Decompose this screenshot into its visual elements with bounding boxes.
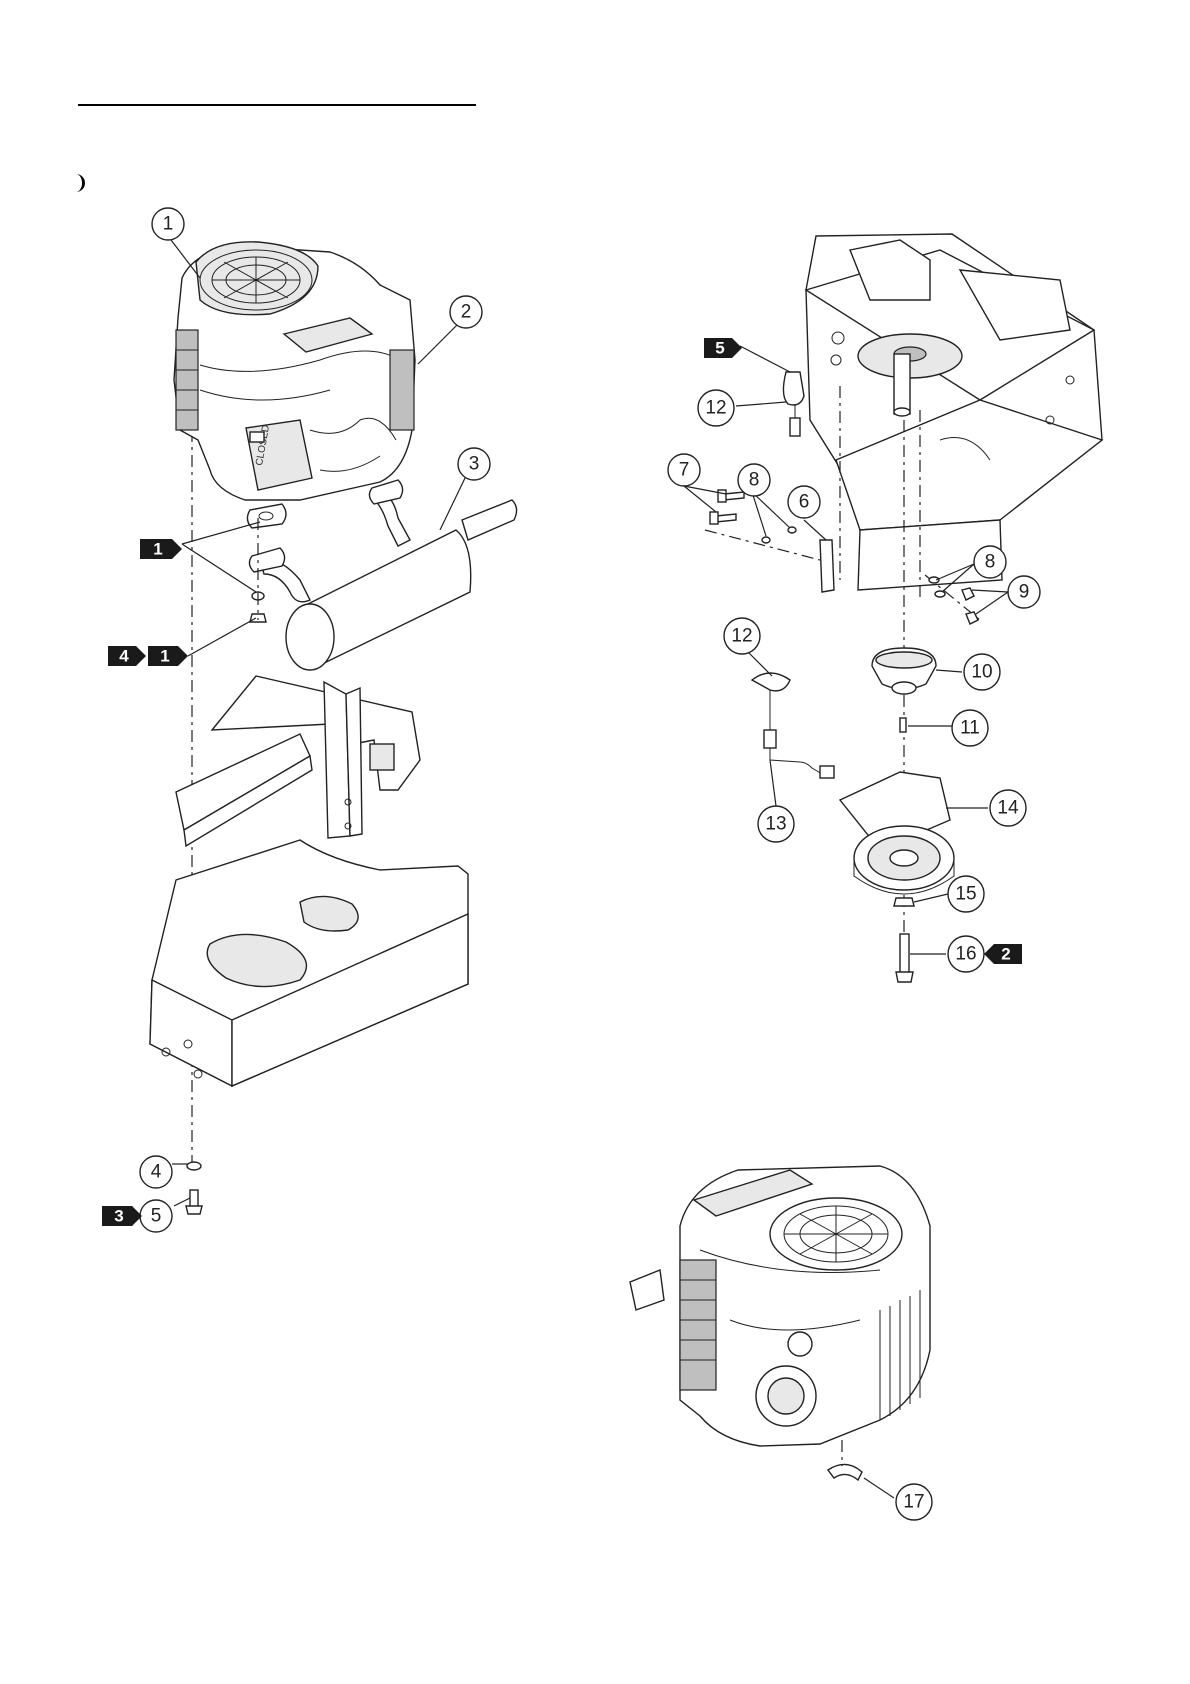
callout-15: 15 [948,876,984,912]
callout-8-upper: 8 [738,464,770,496]
washer-item-15 [894,898,914,906]
svg-text:2: 2 [1001,945,1010,964]
leader-17 [864,1478,894,1498]
callout-7: 7 [668,454,700,486]
electric-clutch-item-14 [840,772,954,894]
svg-text:1: 1 [160,647,169,666]
pulley-item-10 [872,648,936,694]
engine-rear-view [630,1166,930,1446]
leader-10 [936,670,962,672]
bolts-item-7 [710,490,744,524]
callout-8-lower: 8 [974,546,1006,578]
svg-text:17: 17 [903,1492,924,1513]
callout-1: 1 [152,208,184,240]
callout-10: 10 [964,654,1000,690]
svg-text:8: 8 [749,470,760,491]
callout-12-lower: 12 [724,618,760,654]
leader-13 [770,760,776,806]
callout-13: 13 [758,806,794,842]
callout-9: 9 [1008,576,1040,608]
leader-tag-1a-upper [182,522,260,544]
wire-connector-top [783,372,804,436]
svg-text:11: 11 [960,718,980,739]
callout-14: 14 [990,790,1026,826]
muffler [249,480,516,670]
engine: CLOSED [174,242,415,500]
leader-tag-1a-lower [182,544,256,592]
leader-9a [972,590,1008,592]
bolt-item-5 [186,1190,202,1214]
callout-4: 4 [140,1156,172,1188]
svg-text:7: 7 [679,460,690,481]
svg-text:5: 5 [151,1206,162,1227]
nuts-item-9 [962,588,978,624]
key-item-11 [900,718,906,732]
leader-15 [914,894,948,902]
callout-11: 11 [952,710,988,746]
svg-text:4: 4 [119,647,129,666]
callout-6: 6 [788,486,820,518]
bolt-item-16 [896,934,913,982]
leader-7a [684,486,716,512]
svg-text:1: 1 [153,540,162,559]
wire-harness [752,673,834,778]
callout-2: 2 [450,296,482,328]
svg-text:6: 6 [799,492,810,513]
svg-text:16: 16 [955,944,976,965]
callout-16: 16 [948,936,984,972]
svg-text:10: 10 [971,662,992,683]
svg-text:12: 12 [731,626,752,647]
leader-5 [174,1198,190,1206]
svg-text:15: 15 [955,884,976,905]
callout-12-upper: 12 [698,390,734,426]
leader-tag-41 [188,618,256,656]
mower-deck-frame [806,234,1102,590]
leader-12b [748,652,772,676]
svg-text:2: 2 [461,302,472,323]
svg-text:4: 4 [151,1162,162,1183]
leader-6 [804,520,826,540]
svg-text:14: 14 [997,798,1019,819]
svg-text:3: 3 [114,1207,123,1226]
svg-text:3: 3 [469,454,480,475]
washer-item-4 [187,1162,201,1170]
tag-1-upper: 1 [140,539,182,559]
leader-1 [168,236,200,278]
tag-1-lower: 1 [148,646,188,666]
tag-4: 4 [108,646,146,666]
leader-2 [418,324,458,364]
hose-item-17 [828,1464,862,1480]
svg-text:12: 12 [705,398,726,419]
bracket-bolt-centerline [705,530,820,560]
leader-12a [736,402,786,406]
leader-tag-5 [740,346,790,372]
svg-text:5: 5 [715,339,724,358]
svg-text:13: 13 [765,814,786,835]
leader-9b [976,592,1008,614]
tag-5: 5 [704,338,742,358]
engine-mount-frame [150,676,468,1086]
callout-17: 17 [896,1484,932,1520]
bracket-item-6 [820,540,834,592]
svg-text:9: 9 [1019,582,1030,603]
tag-2: 2 [984,944,1022,964]
callout-3: 3 [458,448,490,480]
svg-text:1: 1 [163,214,174,235]
tag-3: 3 [102,1206,142,1226]
callout-5: 5 [140,1200,172,1232]
svg-text:8: 8 [985,552,996,573]
